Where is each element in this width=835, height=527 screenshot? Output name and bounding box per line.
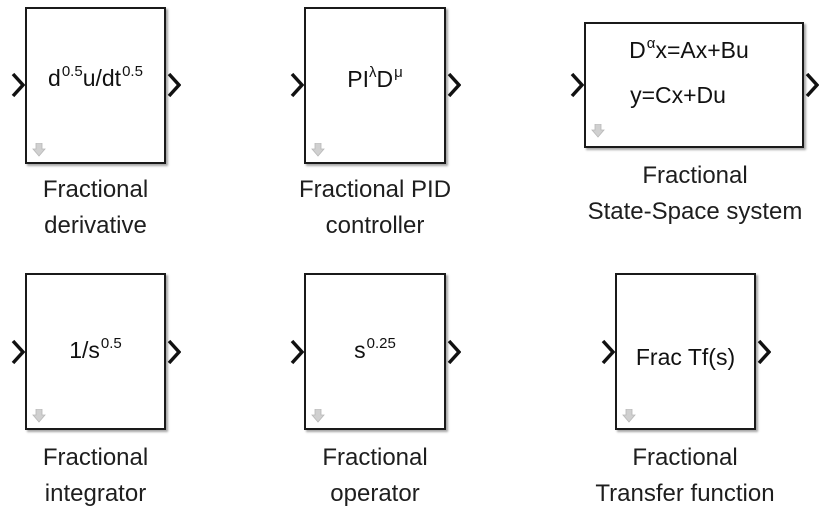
block-label: Fractional Transfer function — [595, 444, 775, 507]
block-label: Fractional integrator — [42, 444, 149, 507]
block-label: Fractional derivative — [42, 176, 149, 239]
down-arrow-icon — [32, 408, 46, 423]
down-arrow-icon — [311, 408, 325, 423]
down-arrow-icon — [622, 408, 636, 423]
block-equation-line2: y=Cx+Du — [630, 82, 726, 108]
input-port-icon[interactable] — [11, 72, 25, 98]
down-arrow-icon — [311, 142, 325, 157]
block-equation: s0.25 — [354, 335, 396, 363]
output-port-icon[interactable] — [757, 339, 771, 365]
output-port-icon[interactable] — [447, 339, 461, 365]
block-equation: d0.5u/dt0.5 — [48, 63, 143, 91]
block-label: Fractional operator — [322, 444, 428, 507]
fractional-transfer-function-block[interactable]: Frac Tf(s) — [615, 273, 756, 430]
fractional-integrator-block[interactable]: 1/s0.5 — [25, 273, 166, 430]
fractional-derivative-block[interactable]: d0.5u/dt0.5 — [25, 7, 166, 164]
block-equation: 1/s0.5 — [69, 335, 122, 363]
block-label: Fractional State-Space system — [587, 162, 803, 225]
input-port-icon[interactable] — [570, 72, 584, 98]
block-equation: Frac Tf(s) — [635, 344, 736, 370]
input-port-icon[interactable] — [290, 72, 304, 98]
output-port-icon[interactable] — [167, 339, 181, 365]
output-port-icon[interactable] — [447, 72, 461, 98]
fractional-pid-controller-block[interactable]: PIλDμ — [304, 7, 446, 164]
block-label: Fractional PID controller — [298, 176, 452, 239]
input-port-icon[interactable] — [601, 339, 615, 365]
block-equation-line1: Dαx=Ax+Bu — [629, 35, 749, 63]
input-port-icon[interactable] — [11, 339, 25, 365]
down-arrow-icon — [591, 123, 605, 138]
block-equation: PIλDμ — [347, 64, 403, 92]
input-port-icon[interactable] — [290, 339, 304, 365]
fractional-operator-block[interactable]: s0.25 — [304, 273, 446, 430]
output-port-icon[interactable] — [167, 72, 181, 98]
output-port-icon[interactable] — [805, 72, 819, 98]
fractional-state-space-block[interactable]: Dαx=Ax+Bu y=Cx+Du — [584, 22, 804, 148]
down-arrow-icon — [32, 142, 46, 157]
